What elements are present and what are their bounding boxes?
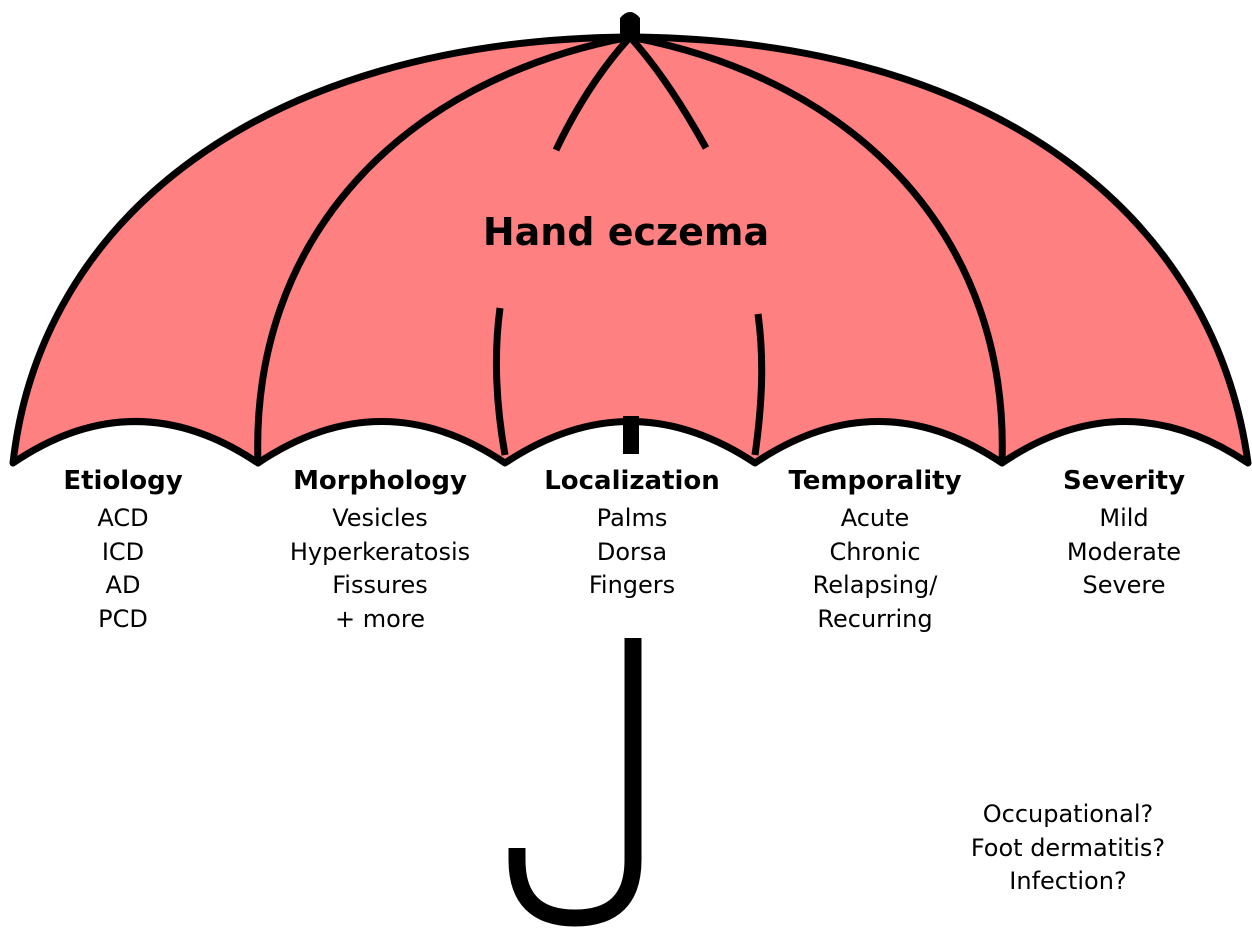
category-item: Severe bbox=[1004, 569, 1244, 603]
category-severity: Severity Mild Moderate Severe bbox=[1004, 462, 1244, 603]
category-localization: Localization Palms Dorsa Fingers bbox=[512, 462, 752, 603]
category-etiology: Etiology ACD ICD AD PCD bbox=[3, 462, 243, 636]
category-heading: Morphology bbox=[260, 462, 500, 500]
category-item-list: ACD ICD AD PCD bbox=[3, 502, 243, 636]
category-item: Palms bbox=[512, 502, 752, 536]
category-item: Relapsing/ bbox=[755, 569, 995, 603]
category-heading: Temporality bbox=[755, 462, 995, 500]
category-heading: Etiology bbox=[3, 462, 243, 500]
additional-considerations: Occupational? Foot dermatitis? Infection… bbox=[948, 798, 1188, 899]
category-item: Moderate bbox=[1004, 536, 1244, 570]
category-morphology: Morphology Vesicles Hyperkeratosis Fissu… bbox=[260, 462, 500, 636]
umbrella-shaft-top bbox=[623, 416, 639, 454]
category-item: Recurring bbox=[755, 603, 995, 637]
category-item: Dorsa bbox=[512, 536, 752, 570]
category-item: ICD bbox=[3, 536, 243, 570]
category-heading: Localization bbox=[512, 462, 752, 500]
category-item: PCD bbox=[3, 603, 243, 637]
note-item: Infection? bbox=[948, 865, 1188, 899]
category-item: AD bbox=[3, 569, 243, 603]
note-item: Foot dermatitis? bbox=[948, 832, 1188, 866]
category-item: Fissures bbox=[260, 569, 500, 603]
category-heading: Severity bbox=[1004, 462, 1244, 500]
category-item: ACD bbox=[3, 502, 243, 536]
category-item-list: Palms Dorsa Fingers bbox=[512, 502, 752, 603]
umbrella-handle bbox=[517, 638, 633, 918]
category-item-list: Acute Chronic Relapsing/ Recurring bbox=[755, 502, 995, 636]
category-temporality: Temporality Acute Chronic Relapsing/ Rec… bbox=[755, 462, 995, 636]
umbrella-tip bbox=[620, 12, 640, 40]
category-item: Vesicles bbox=[260, 502, 500, 536]
diagram-title: Hand eczema bbox=[0, 208, 1252, 256]
note-item: Occupational? bbox=[948, 798, 1188, 832]
category-item: + more bbox=[260, 603, 500, 637]
category-item: Hyperkeratosis bbox=[260, 536, 500, 570]
category-item-list: Mild Moderate Severe bbox=[1004, 502, 1244, 603]
category-item: Fingers bbox=[512, 569, 752, 603]
category-item: Chronic bbox=[755, 536, 995, 570]
category-item: Mild bbox=[1004, 502, 1244, 536]
category-item-list: Vesicles Hyperkeratosis Fissures + more bbox=[260, 502, 500, 636]
category-item: Acute bbox=[755, 502, 995, 536]
